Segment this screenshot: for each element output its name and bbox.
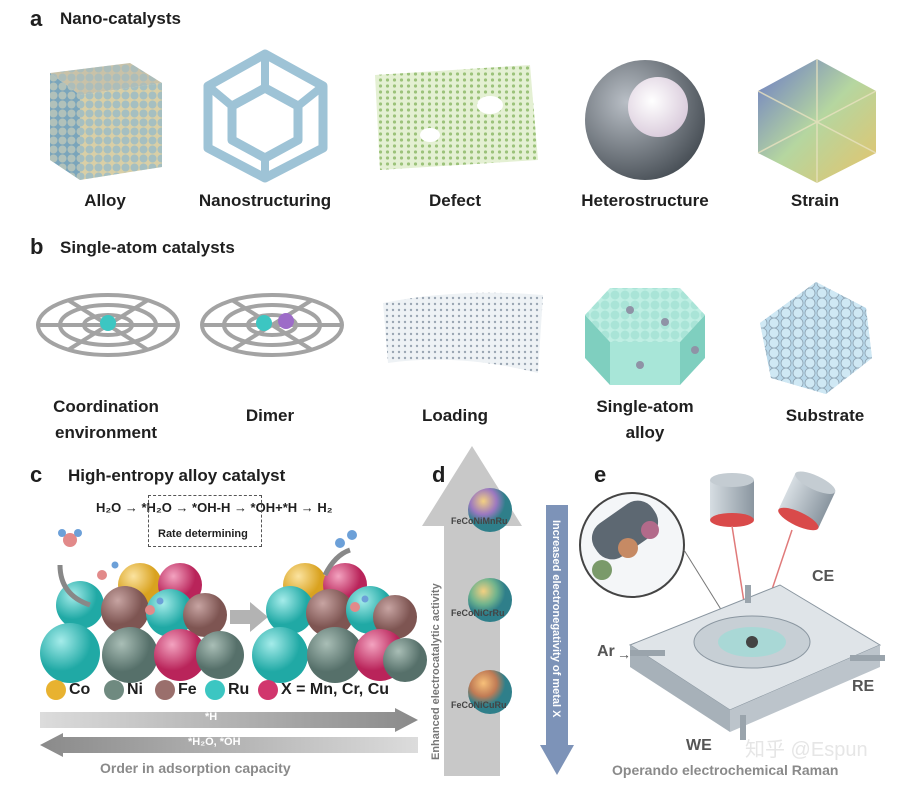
x-swatch <box>258 680 278 700</box>
defect-sheet-illustration <box>375 65 538 170</box>
heterostructure-label: Heterostructure <box>581 191 709 210</box>
raman-caption: Operando electrochemical Raman <box>612 762 839 778</box>
loading-sheet-illustration <box>383 292 543 373</box>
nanostructure-frame-illustration <box>203 49 328 183</box>
panel-a-letter: a <box>30 6 43 31</box>
rate-determining-box <box>148 495 262 547</box>
heterostructure-sphere-illustration <box>585 60 705 180</box>
panel-a-title: Nano-catalysts <box>60 9 181 28</box>
single-atom-alloy-illustration <box>585 288 705 385</box>
loading-label: Loading <box>421 406 489 425</box>
watermark: 知乎 @Espun <box>745 739 868 761</box>
alloy-cube-illustration <box>50 63 162 180</box>
hea-surface-illustration <box>40 529 427 683</box>
legend-x-label: X = Mn, Cr, Cu <box>281 681 390 698</box>
enhanced-activity-label: Enhanced electrocatalytic activity <box>430 583 442 760</box>
coordination-label-line1: Coordination <box>53 397 159 416</box>
particle-mn-label: FeCoNiMnRu <box>451 516 508 526</box>
alloy-label: Alloy <box>84 191 126 210</box>
nanostructuring-label: Nanostructuring <box>198 191 332 210</box>
arrow-right-label: *H <box>205 711 218 723</box>
electronegativity-arrow-down <box>540 505 574 775</box>
co-swatch <box>46 680 66 700</box>
legend-x: X = Mn, Cr, Cu <box>258 680 389 700</box>
ni-swatch <box>104 680 124 700</box>
re-label: RE <box>852 678 875 695</box>
dimer-graphene-illustration <box>200 293 344 357</box>
ar-arrow-icon: → <box>617 646 631 662</box>
panel-b-letter: b <box>30 234 44 259</box>
legend-co-label: Co <box>69 681 91 698</box>
strain-label: Strain <box>790 191 840 210</box>
we-label: WE <box>686 737 712 754</box>
panel-c-letter: c <box>30 462 43 487</box>
ce-label: CE <box>812 568 835 585</box>
ru-swatch <box>205 680 225 700</box>
hea-particles-illustration <box>468 488 512 714</box>
panel-b-title: Single-atom catalysts <box>60 238 235 257</box>
legend-ni: Ni <box>104 680 143 700</box>
panel-d-letter: d <box>432 462 446 487</box>
single-atom-alloy-label-line1: Single-atom <box>596 397 694 416</box>
single-atom-alloy-label-line2: alloy <box>625 423 665 442</box>
legend-ni-label: Ni <box>127 681 143 698</box>
adsorption-caption: Order in adsorption capacity <box>100 760 291 776</box>
coordination-label-line2: environment <box>54 423 158 442</box>
legend-ru-label: Ru <box>228 681 250 698</box>
defect-label: Defect <box>429 191 481 210</box>
raman-setup-illustration <box>579 471 885 740</box>
legend-fe: Fe <box>155 680 197 700</box>
reaction-equation: H₂O → *H₂O → *OH-H → *OH+*H → H₂ <box>96 500 333 515</box>
substrate-label: Substrate <box>785 406 865 425</box>
particle-cr-label: FeCoNiCrRu <box>451 608 505 618</box>
strain-polyhedron-illustration <box>757 59 877 183</box>
ar-label: Ar <box>597 643 615 660</box>
legend-fe-label: Fe <box>178 681 197 698</box>
panel-c-title: High-entropy alloy catalyst <box>68 466 286 485</box>
coordination-graphene-illustration <box>36 293 180 357</box>
dimer-label: Dimer <box>245 406 295 425</box>
legend-ru: Ru <box>205 680 249 700</box>
fe-swatch <box>155 680 175 700</box>
substrate-polyhedron-illustration <box>760 282 872 394</box>
particle-cu-label: FeCoNiCuRu <box>451 700 507 710</box>
adsorption-arrow-left <box>40 733 418 757</box>
electronegativity-label: Increased electronegativity of metal X <box>550 520 562 718</box>
legend-co: Co <box>46 680 90 700</box>
rate-determining-label: Rate determining <box>158 528 248 540</box>
adsorption-arrow-right <box>40 708 418 732</box>
panel-e-letter: e <box>594 462 607 487</box>
arrow-left-label: *H₂O, *OH <box>188 736 241 748</box>
